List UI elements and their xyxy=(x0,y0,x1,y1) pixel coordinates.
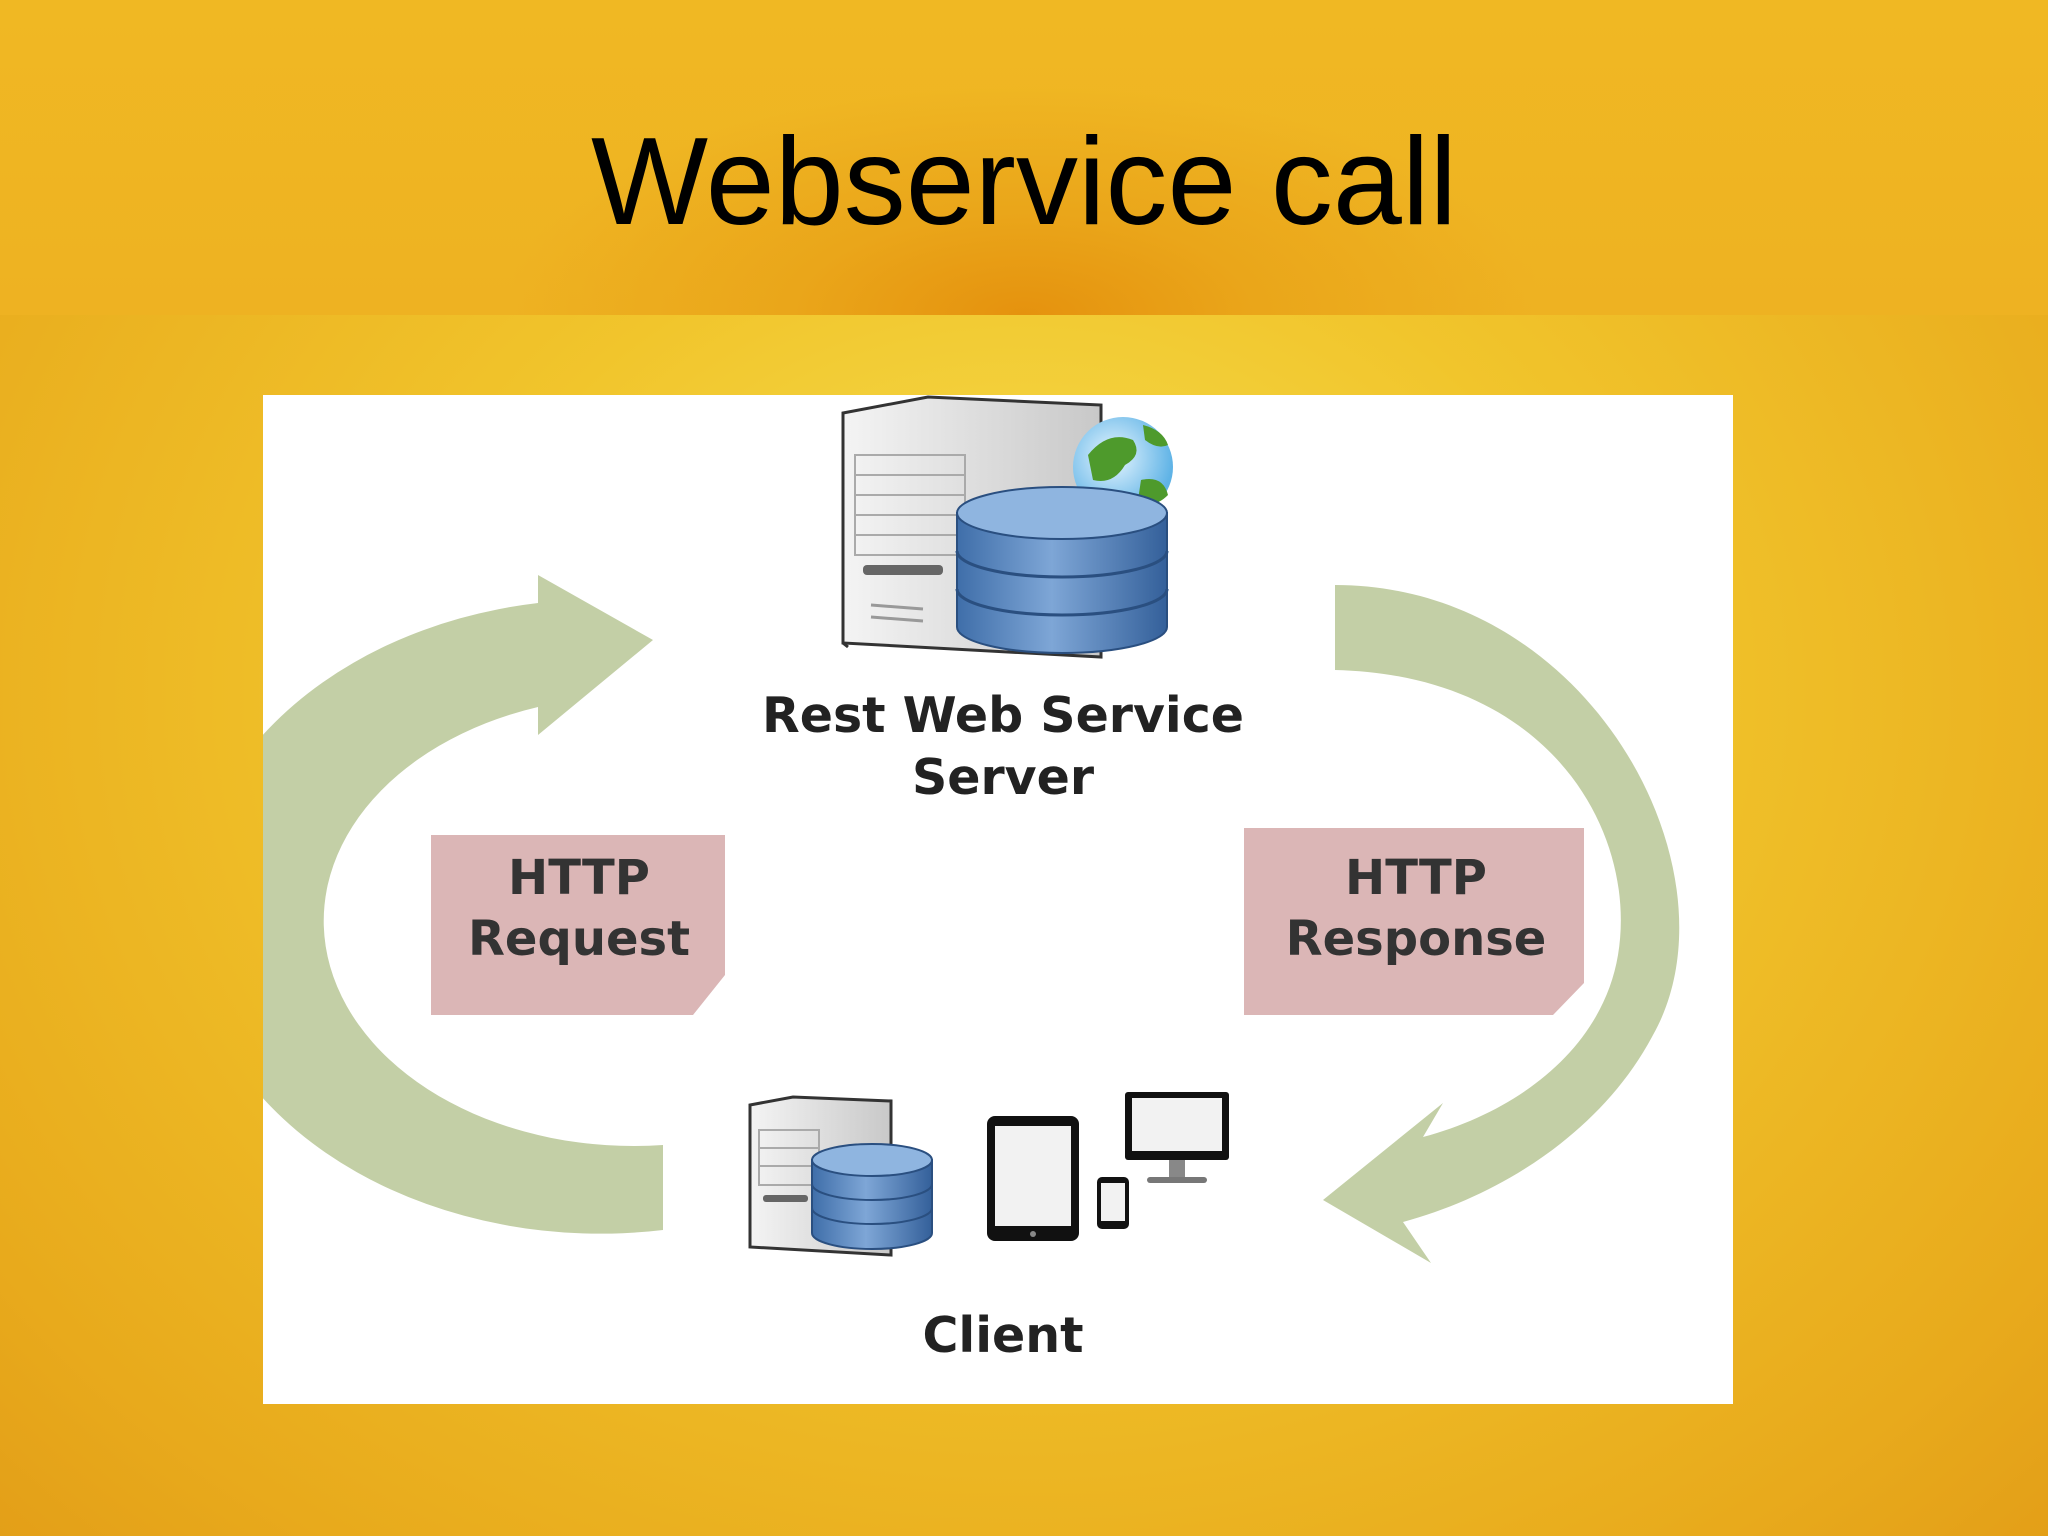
request-arrow xyxy=(263,575,663,1234)
http-request-label: HTTP Request xyxy=(431,848,727,970)
monitor-icon xyxy=(1125,1092,1229,1183)
response-line2: Response xyxy=(1285,910,1547,967)
phone-icon xyxy=(1097,1177,1129,1229)
response-box xyxy=(1244,828,1584,1015)
http-response-label: HTTP Response xyxy=(1244,848,1588,970)
response-arrow-shape xyxy=(1323,585,1680,1263)
slide-title: Webservice call xyxy=(590,113,1457,251)
client-label: Client xyxy=(922,1307,1084,1364)
diagram-graphics xyxy=(263,395,1680,1263)
title-band xyxy=(0,0,2048,315)
server-label-line2: Server xyxy=(911,749,1095,807)
client-database-icon xyxy=(811,1143,933,1250)
response-line1: HTTP xyxy=(1345,850,1487,906)
database-icon xyxy=(955,486,1169,654)
request-line1: HTTP xyxy=(508,850,650,906)
tablet-icon xyxy=(987,1116,1079,1241)
diagram-panel: Rest Web Service Server HTTP Request HTT… xyxy=(263,395,1733,1404)
request-box xyxy=(431,835,725,1015)
server-label-line1: Rest Web Service xyxy=(762,687,1244,744)
request-line2: Request xyxy=(467,910,691,967)
server-label: Rest Web Service Server xyxy=(723,685,1283,809)
